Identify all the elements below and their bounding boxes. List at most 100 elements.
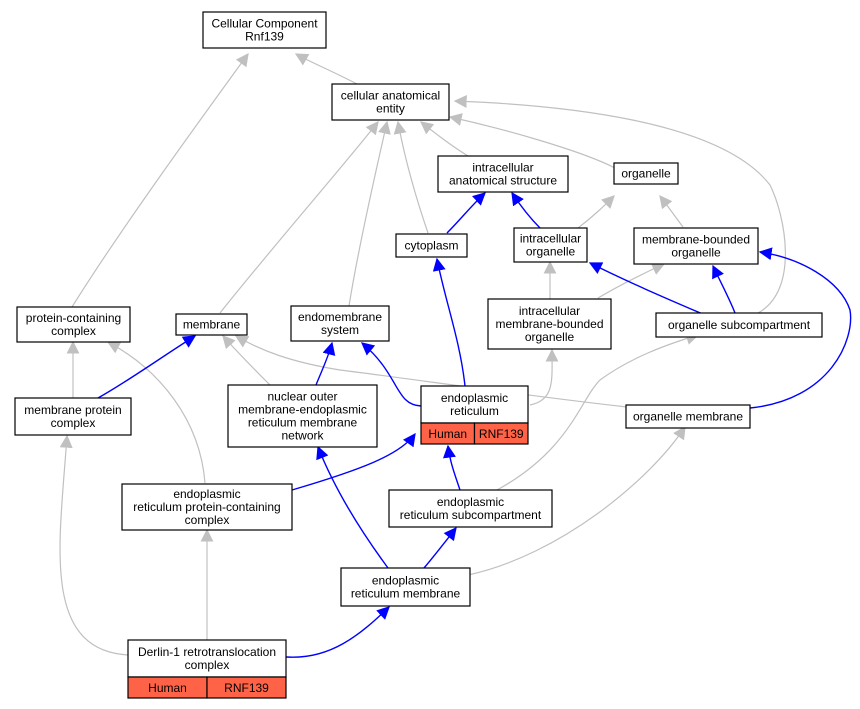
- edge-osub-cae: [453, 94, 786, 314]
- node-label-line: reticulum subcompartment: [400, 508, 542, 522]
- node-box: [121, 483, 293, 531]
- node-label-line: endomembrane: [298, 310, 382, 324]
- edge-osub-io: [588, 262, 706, 316]
- node-osub[interactable]: organelle subcompartment: [655, 312, 823, 338]
- node-box: [16, 306, 131, 343]
- edge-er-cytoplasm: [432, 257, 466, 387]
- node-label-line: organelle: [621, 167, 671, 181]
- node-box: [655, 312, 823, 338]
- node-orgmem[interactable]: organelle membrane: [625, 404, 751, 429]
- edge-ermem-orgmem: [467, 425, 686, 576]
- node-organelle[interactable]: organelle: [613, 162, 679, 185]
- node-nuclear[interactable]: nuclear outermembrane-endoplasmicreticul…: [227, 384, 378, 448]
- node-label-line: endoplasmic: [372, 574, 439, 588]
- node-label-line: reticulum protein-containing: [133, 500, 280, 514]
- node-label-line: anatomical structure: [449, 174, 557, 188]
- node-label-line: nuclear outer: [267, 390, 337, 404]
- node-label-line: Derlin-1 retrotranslocation: [138, 645, 276, 659]
- node-box: [331, 83, 450, 121]
- node-label-line: intracellular: [519, 304, 580, 318]
- node-label-line: complex: [185, 658, 230, 672]
- node-label-line: reticulum membrane: [248, 416, 358, 430]
- node-label-line: network: [281, 429, 324, 443]
- edge-nuclear-membrane: [222, 335, 271, 386]
- node-label-line: system: [321, 323, 359, 337]
- node-label-line: membrane protein: [24, 403, 121, 417]
- node-label-line: organelle subcompartment: [668, 318, 811, 332]
- node-cytoplasm[interactable]: cytoplasm: [395, 233, 468, 258]
- node-label-line: complex: [51, 324, 96, 338]
- node-label-line: cellular anatomical: [341, 89, 440, 103]
- edge-mbo-organelle: [659, 194, 684, 228]
- edge-derlin-mpc: [59, 434, 129, 656]
- edge-ersub-osub: [496, 332, 700, 491]
- node-label-line: membrane-endoplasmic: [238, 403, 367, 417]
- edge-ermem-ersub: [423, 526, 457, 569]
- node-box: [625, 404, 751, 429]
- node-label-line: organelle membrane: [633, 410, 743, 424]
- edge-derlin-ermem: [285, 606, 390, 658]
- node-label-line: Rnf139: [245, 30, 284, 44]
- annotation-label: RNF139: [224, 681, 269, 695]
- node-box: [14, 397, 132, 436]
- annotation-label: Human: [148, 681, 187, 695]
- annotation-label: Human: [428, 427, 467, 441]
- edge-organelle-cae: [448, 113, 616, 169]
- node-box: [437, 155, 569, 193]
- edge-pcc-root: [71, 52, 249, 308]
- node-box: [175, 313, 248, 336]
- node-label-line: organelle: [525, 330, 575, 344]
- node-label-line: entity: [376, 102, 405, 116]
- node-box: [420, 385, 529, 424]
- node-label-line: organelle: [671, 246, 721, 260]
- edge-orgmem-mbo: [749, 247, 852, 409]
- node-box: [388, 489, 553, 528]
- node-box: [202, 11, 327, 49]
- node-label-line: reticulum membrane: [351, 587, 461, 601]
- edge-mpc-membrane: [97, 335, 197, 399]
- edge-er-imbo: [529, 348, 559, 406]
- edge-erpcc-pcc: [106, 341, 206, 484]
- edge-er-endosys: [361, 342, 422, 407]
- edge-nuclear-endosys: [315, 341, 336, 386]
- node-label-line: intracellular: [472, 161, 533, 175]
- annotation-cell: [473, 422, 529, 445]
- node-box: [395, 233, 468, 258]
- edge-cytoplasm-ias: [446, 192, 486, 234]
- node-box: [633, 227, 759, 265]
- edge-io-ias: [511, 191, 541, 229]
- edge-ersub-er: [443, 444, 461, 491]
- node-box: [513, 227, 588, 263]
- node-label-line: protein-containing: [26, 311, 121, 325]
- annotation-cell: [206, 676, 287, 699]
- node-label-line: reticulum: [450, 404, 499, 418]
- edge-cytoplasm-cae: [393, 120, 429, 234]
- node-box: [340, 567, 471, 607]
- node-label-line: membrane-bounded: [495, 317, 603, 331]
- edge-io-organelle: [577, 195, 615, 229]
- edge-imbo-mbo: [597, 262, 666, 299]
- node-membrane[interactable]: membrane: [175, 313, 248, 336]
- node-label-line: membrane: [183, 318, 241, 332]
- edge-orgmem-membrane: [234, 335, 628, 408]
- node-label-line: endoplasmic: [173, 487, 240, 501]
- node-label-line: intracellular: [520, 232, 581, 246]
- node-box: [227, 384, 378, 448]
- node-box: [487, 298, 612, 350]
- edge-membrane-cae: [219, 120, 379, 314]
